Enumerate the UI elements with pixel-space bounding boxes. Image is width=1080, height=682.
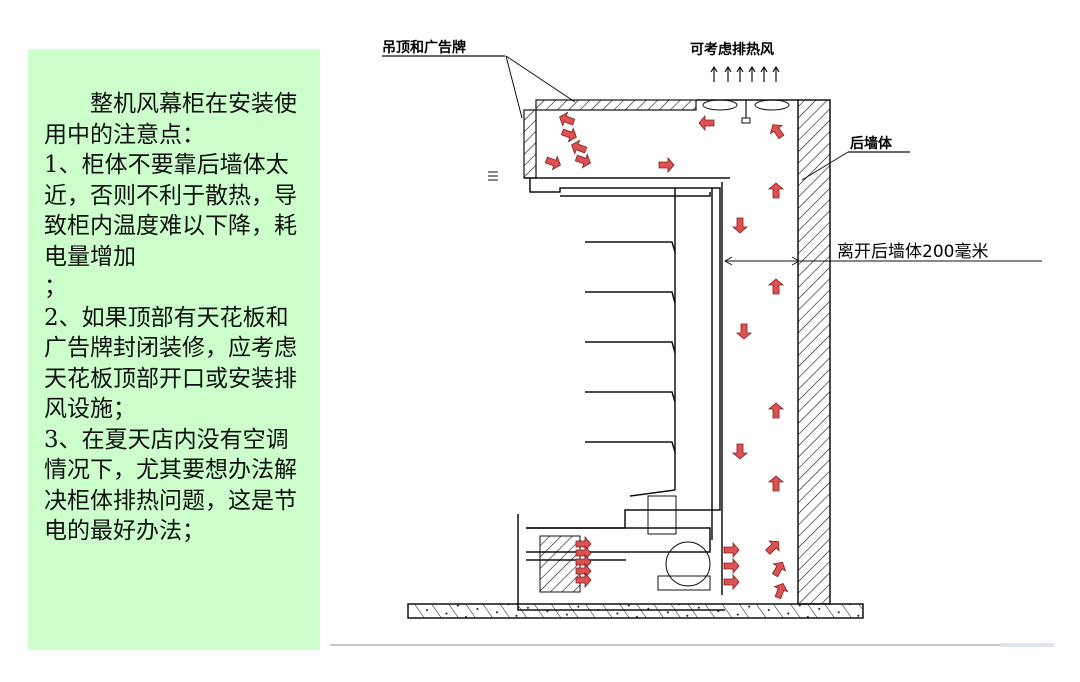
airflow-arrow [543, 152, 564, 173]
notes-panel: 整机风幕柜在安装使用中的注意点： 1、柜体不要靠后墙体太近，否则不利于散热，导致… [28, 49, 320, 650]
airflow-arrow [723, 574, 740, 590]
airflow-arrow [698, 115, 715, 131]
airflow-arrow [658, 157, 675, 173]
label-exhaust-heat: 可考虑排热风 [690, 41, 774, 58]
dimension-arrow-left [723, 256, 733, 266]
airflow-arrow [766, 120, 788, 142]
airflow-arrow [568, 137, 589, 158]
airflow-arrow [573, 150, 594, 171]
compressor [665, 541, 711, 587]
ceiling-leader-line [505, 55, 576, 103]
airflow-arrow [768, 402, 784, 419]
airflow-arrow [770, 580, 791, 601]
condenser [539, 535, 581, 593]
back-wall [797, 99, 831, 605]
airflow-arrow [556, 109, 577, 130]
airflow-arrow [762, 536, 784, 558]
label-back-wall: 后墙体 [850, 135, 893, 152]
airflow-arrow [768, 278, 784, 295]
note-item-1-tail: ； [44, 274, 67, 300]
airflow-arrow [768, 558, 789, 580]
label-distance-200mm: 离开后墙体200毫米 [837, 242, 988, 262]
compressor-base [657, 575, 711, 591]
airflow-arrow [732, 217, 748, 234]
bottom-rule-end [1000, 643, 1054, 647]
note-item-3: 3、在夏天店内没有空调情况下，尤其要想办法解决柜体排热问题，这是节电的最好办法； [44, 426, 297, 545]
shelf-5 [585, 441, 676, 453]
airflow-arrow [723, 542, 740, 558]
shelf-2 [585, 291, 676, 304]
label-ceiling-billboard: 吊顶和广告牌 [382, 39, 466, 56]
airflow-arrow [559, 124, 580, 145]
notes-title: 整机风幕柜在安装使用中的注意点： [44, 91, 297, 148]
ceiling-left [535, 99, 697, 111]
canopy-airflow-marks [488, 171, 498, 181]
exhaust-fan-right [754, 99, 790, 111]
shelf-1 [585, 241, 676, 253]
fan-mount-base [741, 117, 751, 124]
note-item-2: 2、如果顶部有天花板和广告牌封闭装修，应考虑天花板顶部开口或安装排风设施； [44, 304, 297, 423]
airflow-arrow [732, 443, 748, 460]
bottom-rule [330, 644, 1000, 646]
floor [407, 603, 864, 619]
shelf-4 [585, 391, 676, 403]
billboard [523, 109, 537, 179]
airflow-arrow [768, 182, 784, 199]
note-item-1: 1、柜体不要靠后墙体太近，否则不利于散热，导致柜内温度难以下降，耗电量增加 [44, 152, 297, 270]
airflow-arrow [723, 558, 740, 574]
billboard-leader-line [505, 55, 523, 119]
airflow-arrow [736, 323, 752, 340]
airflow-arrow [768, 475, 784, 492]
cabinet-airflow-diagram: 吊顶和广告牌 可考虑排热风 后墙体 离开后墙体200毫米 [382, 39, 1042, 619]
exhaust-fan-left [702, 99, 738, 111]
shelf-3 [585, 341, 676, 354]
control-box [647, 495, 677, 535]
shelves [585, 241, 676, 453]
exhaust-up-arrows [710, 65, 780, 82]
airflow-arrows [543, 109, 791, 601]
